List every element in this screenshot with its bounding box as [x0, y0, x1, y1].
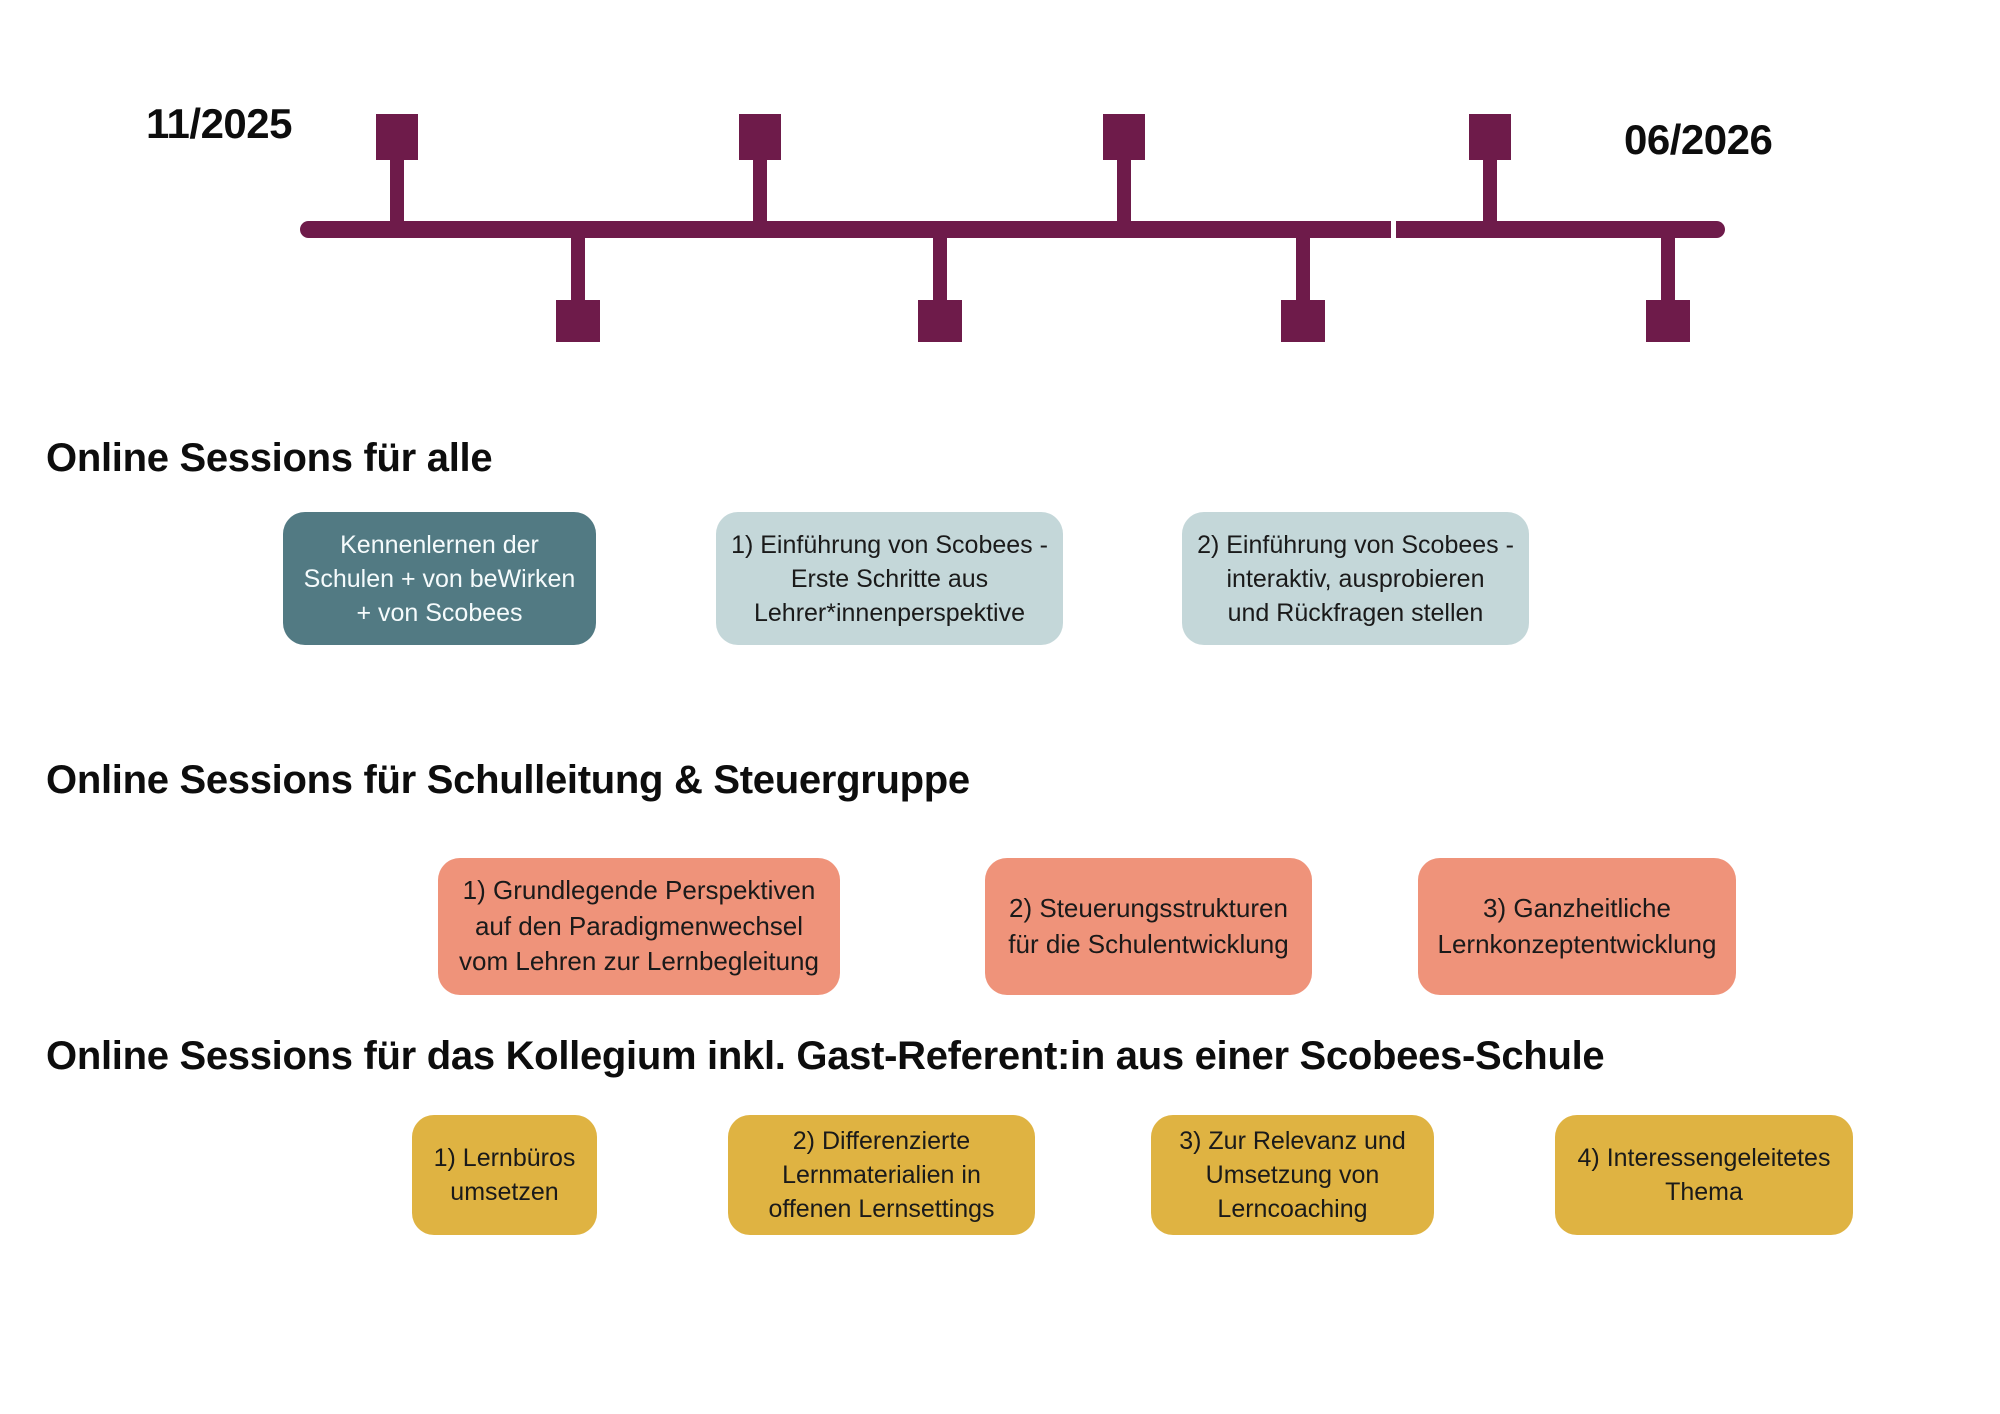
timeline-start-label: 11/2025 — [146, 100, 293, 147]
session-box-lernkonzept: 3) Ganzheitliche Lernkonzeptentwicklung — [1418, 858, 1736, 995]
marker-square-icon — [1469, 114, 1511, 160]
marker-stem — [1483, 160, 1497, 230]
timeline-marker-above-3 — [1103, 114, 1145, 230]
marker-stem — [753, 160, 767, 230]
marker-square-icon — [739, 114, 781, 160]
timeline-marker-below-1 — [556, 230, 600, 342]
marker-stem — [571, 230, 585, 300]
marker-square-icon — [918, 300, 962, 342]
session-box-lerncoaching: 3) Zur Relevanz und Umsetzung von Lernco… — [1151, 1115, 1434, 1235]
marker-square-icon — [1281, 300, 1325, 342]
timeline-axis-segment-gap — [1391, 219, 1396, 240]
marker-square-icon — [376, 114, 418, 160]
session-box-einfuehrung-2: 2) Einführung von Scobees - interaktiv, … — [1182, 512, 1529, 645]
section-heading-alle: Online Sessions für alle — [46, 436, 493, 480]
marker-square-icon — [1103, 114, 1145, 160]
marker-stem — [390, 160, 404, 230]
section-heading-kollegium: Online Sessions für das Kollegium inkl. … — [46, 1034, 1605, 1078]
timeline-marker-above-4 — [1469, 114, 1511, 230]
session-box-einfuehrung-1: 1) Einführung von Scobees - Erste Schrit… — [716, 512, 1063, 645]
marker-stem — [933, 230, 947, 300]
timeline-marker-below-2 — [918, 230, 962, 342]
marker-stem — [1661, 230, 1675, 300]
session-box-steuerungsstrukturen: 2) Steuerungsstrukturen für die Schulent… — [985, 858, 1312, 995]
timeline-marker-above-1 — [376, 114, 418, 230]
timeline-marker-below-3 — [1281, 230, 1325, 342]
timeline-marker-above-2 — [739, 114, 781, 230]
timeline-marker-below-4 — [1646, 230, 1690, 342]
session-box-interessengeleitet: 4) Interessengeleitetes Thema — [1555, 1115, 1853, 1235]
session-box-lernmaterialien: 2) Differenzierte Lernmaterialien in off… — [728, 1115, 1035, 1235]
session-box-kennenlernen: Kennenlernen der Schulen + von beWirken … — [283, 512, 596, 645]
session-box-lernbueros: 1) Lernbüros umsetzen — [412, 1115, 597, 1235]
marker-square-icon — [1646, 300, 1690, 342]
marker-square-icon — [556, 300, 600, 342]
section-heading-schulleitung: Online Sessions für Schulleitung & Steue… — [46, 758, 970, 802]
session-box-perspektiven: 1) Grundlegende Perspektiven auf den Par… — [438, 858, 840, 995]
timeline-axis — [300, 221, 1725, 238]
timeline-end-label: 06/2026 — [1624, 116, 1773, 163]
marker-stem — [1117, 160, 1131, 230]
marker-stem — [1296, 230, 1310, 300]
